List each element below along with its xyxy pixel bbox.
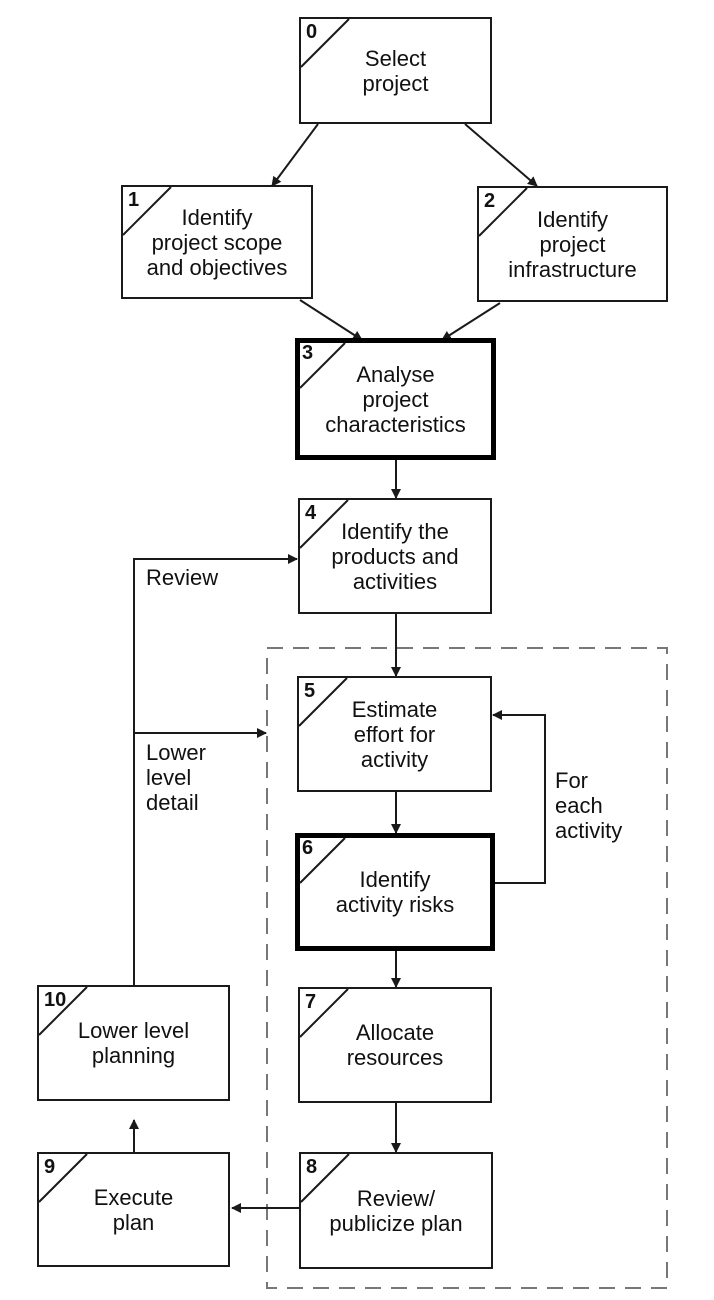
step-number: 7 — [305, 991, 317, 1013]
lower-level-detail-label: Lower level detail — [146, 740, 206, 815]
step-label: Select project — [362, 45, 429, 96]
step-number: 4 — [305, 502, 317, 524]
corner-tab-icon — [299, 837, 346, 884]
step-number: 3 — [302, 342, 314, 364]
corner-tab-icon — [300, 1153, 350, 1203]
corner-tab-icon — [38, 1153, 88, 1203]
corner-tab-icon — [38, 986, 88, 1036]
step-label: Review/ publicize plan — [329, 1185, 463, 1236]
step-3-box: 3 Analyse project characteristics — [295, 338, 496, 460]
arrow-0-to-1 — [271, 123, 319, 187]
for-each-activity-label: For each activity — [555, 768, 623, 843]
step-7-box: 7 Allocate resources — [298, 987, 492, 1103]
corner-tab-icon — [299, 988, 349, 1038]
corner-tab-icon — [299, 342, 346, 389]
step-label: Execute plan — [93, 1184, 174, 1235]
step-1-box: 1 Identify project scope and objectives — [121, 185, 313, 299]
corner-tab-icon — [122, 186, 172, 236]
corner-tab-icon — [298, 677, 348, 727]
corner-tab-icon — [478, 187, 528, 237]
step-number: 9 — [44, 1156, 56, 1178]
step-9-box: 9 Execute plan — [37, 1152, 230, 1267]
step-number: 6 — [302, 837, 314, 859]
step-number: 2 — [484, 190, 496, 212]
step-label: Identify activity risks — [335, 867, 455, 917]
step-label: Identify project scope and objectives — [146, 204, 288, 280]
step-label: Allocate resources — [346, 1020, 444, 1070]
arrow-0-to-2 — [464, 123, 538, 187]
step-number: 0 — [306, 21, 318, 43]
step-label: Identify project infrastructure — [508, 206, 637, 282]
step-number: 1 — [128, 189, 140, 211]
step-10-box: 10 Lower level planning — [37, 985, 230, 1101]
for-each-activity-loop — [492, 710, 546, 884]
step-number: 5 — [304, 680, 316, 702]
corner-tab-icon — [299, 499, 349, 549]
arrow-1-to-3 — [299, 299, 363, 341]
arrow-2-to-3 — [441, 302, 501, 341]
step-4-box: 4 Identify the products and activities — [298, 498, 492, 614]
step-5-box: 5 Estimate effort for activity — [297, 676, 492, 792]
review-feedback-arrow — [133, 554, 298, 985]
step-number: 8 — [306, 1156, 318, 1178]
step-2-box: 2 Identify project infrastructure — [477, 186, 668, 302]
step-label: Lower level planning — [77, 1018, 190, 1068]
corner-tab-icon — [300, 18, 350, 68]
step-label: Analyse project characteristics — [325, 361, 466, 437]
step-label: Estimate effort for activity — [351, 696, 438, 772]
step-8-box: 8 Review/ publicize plan — [299, 1152, 493, 1269]
step-6-box: 6 Identify activity risks — [295, 833, 495, 951]
step-0-box: 0 Select project — [299, 17, 492, 124]
step-number: 10 — [44, 989, 67, 1011]
review-label: Review — [146, 565, 219, 590]
step-label: Identify the products and activities — [331, 518, 459, 594]
